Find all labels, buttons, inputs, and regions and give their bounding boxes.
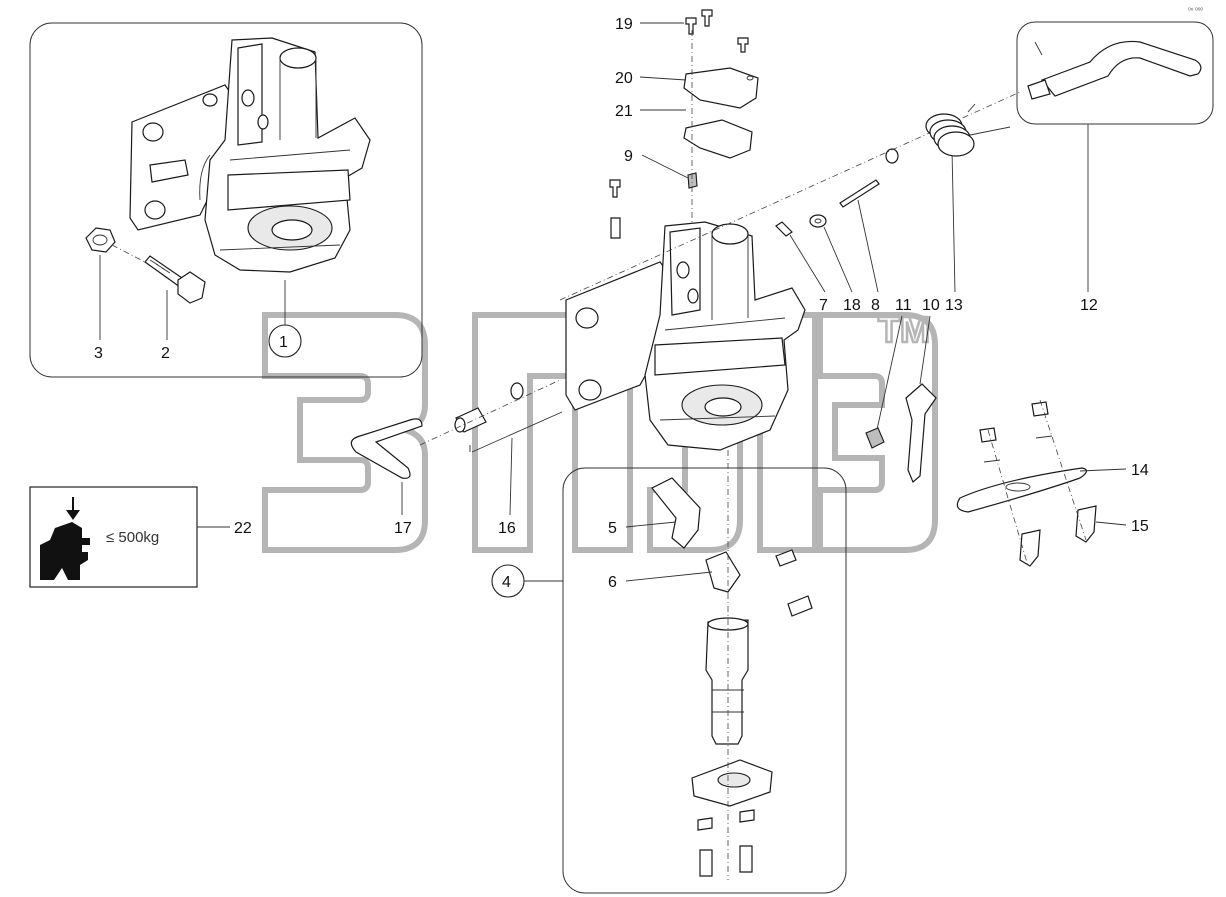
bottom-bolts-drawing bbox=[697, 809, 755, 877]
callout-13: 13 bbox=[945, 297, 963, 314]
corner-mark: ᵒⁿ ᵒᵒᵒ bbox=[1188, 7, 1203, 14]
bolt-axis-line bbox=[111, 244, 146, 263]
callout-5: 5 bbox=[608, 520, 617, 537]
callout-4: 4 bbox=[502, 574, 511, 591]
small-washer-drawing bbox=[885, 148, 899, 164]
hitch-silhouette-icon bbox=[40, 522, 90, 580]
gasket-plate-drawing bbox=[683, 119, 753, 159]
main-housing-drawing bbox=[565, 221, 806, 451]
callout-1: 1 bbox=[279, 334, 288, 351]
load-rating-sticker: ≤ 500kg bbox=[29, 486, 198, 588]
callout-9: 9 bbox=[624, 148, 633, 165]
side-screws-drawing bbox=[609, 179, 621, 239]
callout-11: 11 bbox=[895, 297, 912, 314]
callout-17: 17 bbox=[394, 520, 412, 537]
callout-8: 8 bbox=[871, 297, 880, 314]
callout-10: 10 bbox=[922, 297, 940, 314]
spring-pin-drawing bbox=[839, 179, 880, 208]
load-arrow-icon bbox=[66, 510, 80, 520]
small-pin-drawing bbox=[775, 549, 797, 567]
cover-plate-drawing bbox=[683, 67, 759, 109]
washer-drawing bbox=[809, 214, 827, 228]
callout-6: 6 bbox=[608, 574, 617, 591]
hitch-assembly-frame bbox=[29, 22, 423, 378]
roll-pin-drawing bbox=[787, 595, 813, 617]
hand-lever-frame bbox=[1016, 21, 1214, 125]
coupling-bolt-drawing bbox=[705, 617, 749, 745]
callout-16: 16 bbox=[498, 520, 516, 537]
callout-18: 18 bbox=[843, 297, 861, 314]
jaw-assembly-frame bbox=[562, 467, 847, 894]
locking-piece-drawing bbox=[705, 551, 741, 593]
callout-19: 19 bbox=[615, 16, 633, 33]
top-screws-drawing bbox=[685, 9, 749, 53]
callout-14: 14 bbox=[1131, 462, 1149, 479]
coupling-housing-drawing bbox=[129, 37, 371, 273]
shim-plate-drawing bbox=[956, 399, 1097, 567]
torsion-spring-drawing bbox=[925, 103, 1011, 157]
load-limit-text: ≤ 500kg bbox=[106, 529, 159, 546]
watermark-tm-mark: TM bbox=[878, 309, 930, 350]
bushing-drawing bbox=[419, 379, 563, 453]
watermark-logo: TM bbox=[262, 308, 938, 553]
callout-3: 3 bbox=[94, 345, 103, 362]
callout-21: 21 bbox=[615, 103, 633, 120]
clip-pin-drawing bbox=[775, 221, 793, 237]
callout-22: 22 bbox=[234, 520, 252, 537]
hand-lever-drawing bbox=[1027, 40, 1202, 100]
hex-bolt-drawing bbox=[144, 255, 206, 304]
jaw-lever-drawing bbox=[651, 477, 701, 549]
bottom-flange-drawing bbox=[691, 759, 773, 807]
latch-spring-drawing bbox=[865, 427, 885, 449]
hex-nut-drawing bbox=[85, 227, 116, 253]
handle-pin-drawing bbox=[350, 418, 423, 479]
callout-12: 12 bbox=[1080, 297, 1098, 314]
callout-2: 2 bbox=[161, 345, 170, 362]
callout-15: 15 bbox=[1131, 518, 1149, 535]
callout-20: 20 bbox=[615, 70, 633, 87]
callout-7: 7 bbox=[819, 297, 828, 314]
latch-plate-drawing bbox=[905, 383, 937, 483]
grub-screw-drawing bbox=[687, 172, 698, 189]
